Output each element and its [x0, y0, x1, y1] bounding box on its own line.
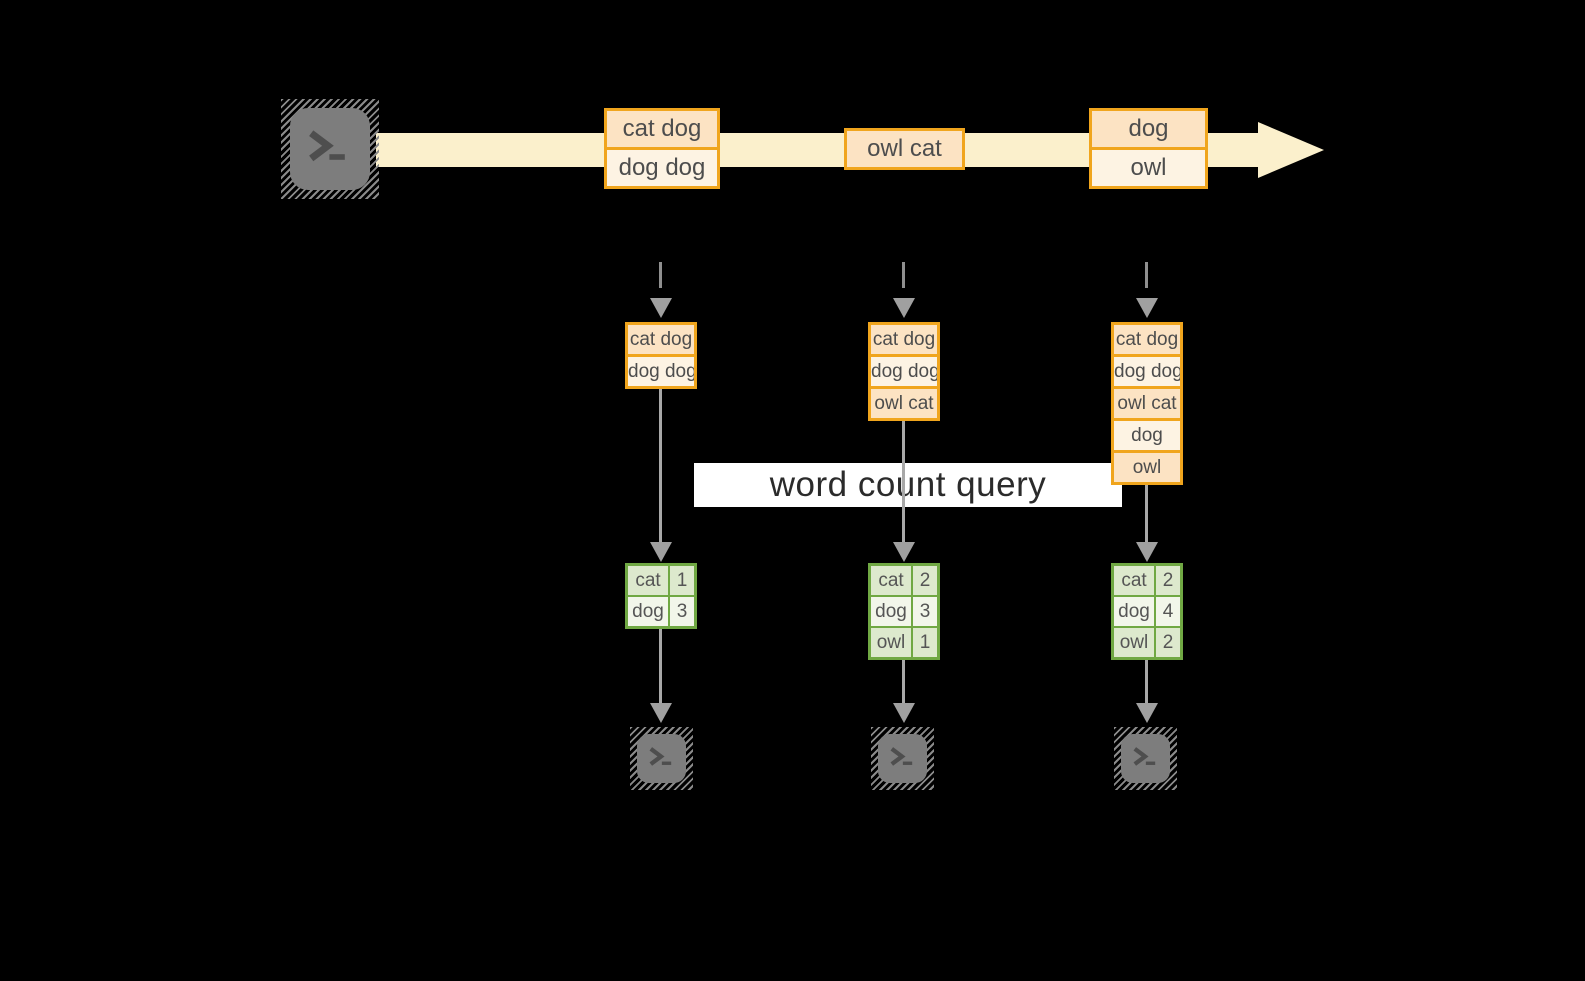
query-arrow-line — [902, 421, 905, 545]
sink-terminal-icon — [1114, 727, 1177, 790]
query-arrowhead — [1136, 542, 1158, 562]
terminal-prompt-glyph — [309, 130, 345, 162]
output-arrow-line — [902, 660, 905, 706]
count-cell: 1 — [670, 566, 694, 595]
terminal-prompt-glyph — [890, 747, 913, 766]
table-row: cat 2 — [871, 566, 937, 595]
stream-arrowhead — [1258, 122, 1324, 178]
state-line: dog dog — [871, 354, 937, 386]
stream-message: dog owl — [1089, 108, 1208, 189]
word-cell: cat — [628, 566, 668, 595]
table-row: owl 2 — [1114, 628, 1180, 657]
sink-terminal-icon — [630, 727, 693, 790]
state-line: owl cat — [871, 386, 937, 418]
word-cell: cat — [1114, 566, 1154, 595]
table-row: dog 4 — [1114, 597, 1180, 626]
ingest-arrow-line — [659, 262, 662, 300]
count-cell: 2 — [913, 566, 937, 595]
output-arrowhead — [650, 703, 672, 723]
count-cell: 4 — [1156, 597, 1180, 626]
output-arrow-line — [1145, 660, 1148, 706]
stream-message: owl cat — [844, 128, 965, 170]
count-cell: 1 — [913, 628, 937, 657]
word-cell: dog — [628, 597, 668, 626]
stream-message-line: cat dog — [607, 111, 717, 147]
stream-message-line: dog — [1092, 111, 1205, 147]
ingest-arrow-line — [902, 262, 905, 300]
query-arrowhead — [893, 542, 915, 562]
state-box: cat dog dog dog owl cat dog owl — [1111, 322, 1183, 485]
state-line: owl — [1114, 450, 1180, 482]
count-cell: 2 — [1156, 628, 1180, 657]
query-arrowhead — [650, 542, 672, 562]
query-arrow-line — [659, 389, 662, 545]
stream-message-line: owl cat — [847, 131, 962, 167]
table-row: dog 3 — [871, 597, 937, 626]
state-line: dog dog — [628, 354, 694, 386]
output-arrow-line — [659, 629, 662, 706]
table-row: cat 1 — [628, 566, 694, 595]
ingest-arrowhead — [893, 298, 915, 318]
ingest-arrowhead — [650, 298, 672, 318]
state-box: cat dog dog dog — [625, 322, 697, 389]
count-cell: 2 — [1156, 566, 1180, 595]
ingest-arrow-line — [1145, 262, 1148, 300]
terminal-prompt-glyph — [649, 747, 672, 766]
ingest-arrowhead — [1136, 298, 1158, 318]
state-line: cat dog — [871, 325, 937, 354]
word-cell: cat — [871, 566, 911, 595]
state-line: dog dog — [1114, 354, 1180, 386]
table-row: cat 2 — [1114, 566, 1180, 595]
word-cell: dog — [871, 597, 911, 626]
state-line: owl cat — [1114, 386, 1180, 418]
state-line: cat dog — [628, 325, 694, 354]
sink-terminal-icon — [871, 727, 934, 790]
state-line: dog — [1114, 418, 1180, 450]
query-arrow-line — [1145, 482, 1148, 545]
count-table: cat 2 dog 3 owl 1 — [868, 563, 940, 660]
source-terminal-icon — [281, 99, 379, 199]
word-cell: dog — [1114, 597, 1154, 626]
count-table: cat 1 dog 3 — [625, 563, 697, 629]
word-cell: owl — [1114, 628, 1154, 657]
count-cell: 3 — [670, 597, 694, 626]
word-cell: owl — [871, 628, 911, 657]
stream-message-line: dog dog — [607, 147, 717, 186]
count-cell: 3 — [913, 597, 937, 626]
terminal-prompt-glyph — [1133, 747, 1156, 766]
table-row: owl 1 — [871, 628, 937, 657]
state-box: cat dog dog dog owl cat — [868, 322, 940, 421]
query-label: word count query — [694, 463, 1122, 507]
state-line: cat dog — [1114, 325, 1180, 354]
table-row: dog 3 — [628, 597, 694, 626]
output-arrowhead — [893, 703, 915, 723]
count-table: cat 2 dog 4 owl 2 — [1111, 563, 1183, 660]
stream-message: cat dog dog dog — [604, 108, 720, 189]
stream-message-line: owl — [1092, 147, 1205, 186]
output-arrowhead — [1136, 703, 1158, 723]
